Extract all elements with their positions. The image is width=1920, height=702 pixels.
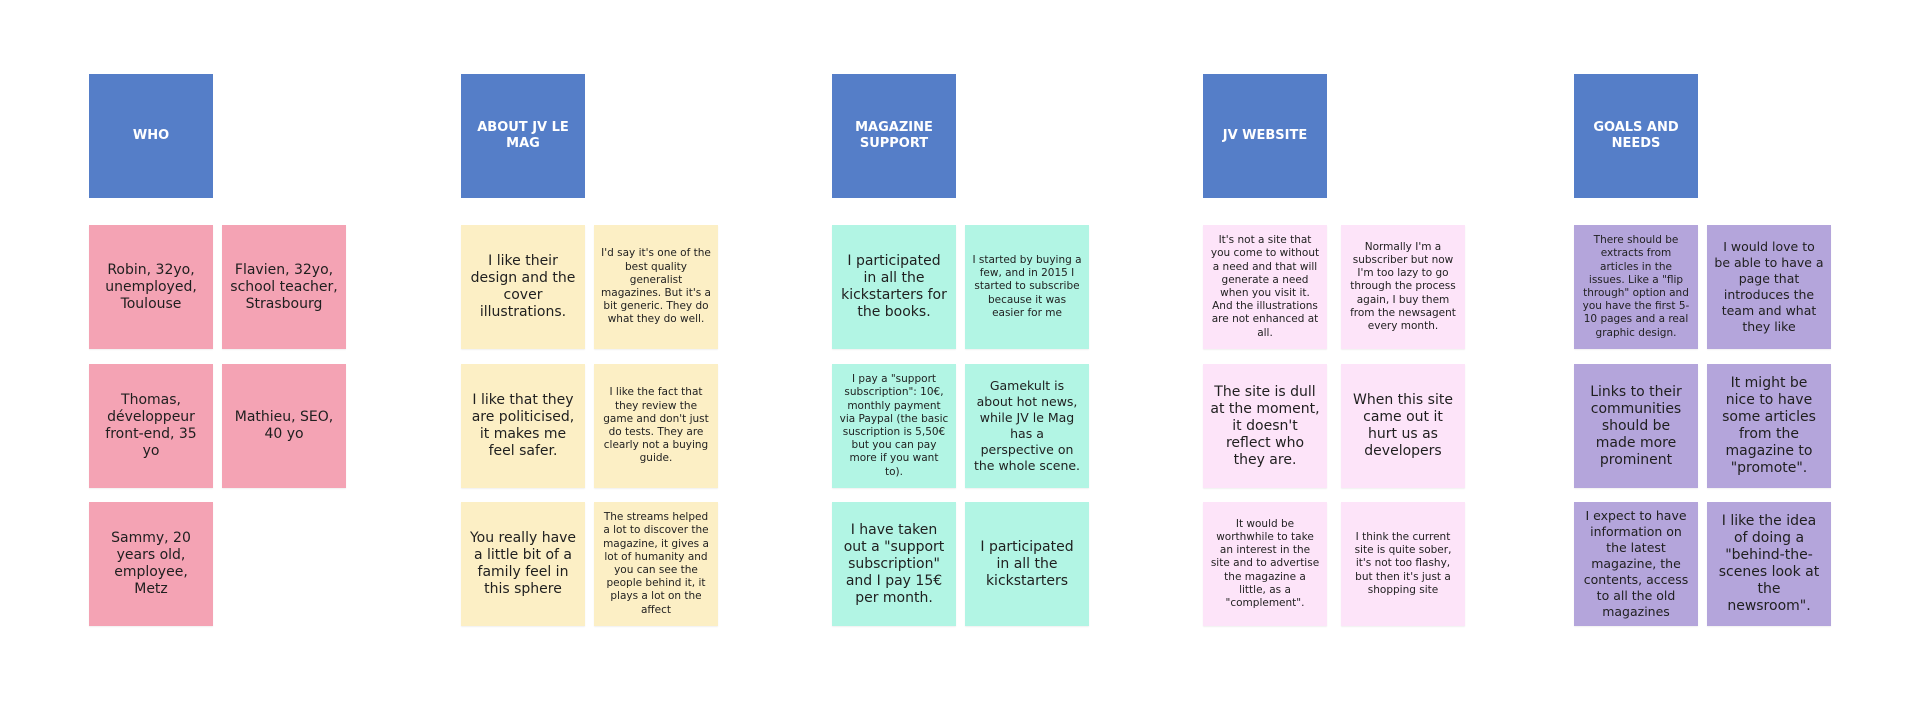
column-header-jv-website: JV WEBSITE <box>1203 74 1327 198</box>
sticky-note[interactable]: I like that they are politicised, it mak… <box>461 364 585 488</box>
sticky-note[interactable]: It would be worthwhile to take an intere… <box>1203 502 1327 626</box>
sticky-note[interactable]: There should be extracts from articles i… <box>1574 225 1698 349</box>
sticky-note[interactable]: I pay a "support subscription": 10€, mon… <box>832 364 956 488</box>
sticky-note[interactable]: Mathieu, SEO, 40 yo <box>222 364 346 488</box>
column-goals-and-needs: GOALS AND NEEDS There should be extracts… <box>1574 74 1834 634</box>
sticky-note[interactable]: Robin, 32yo, unemployed, Toulouse <box>89 225 213 349</box>
sticky-note[interactable]: Normally I'm a subscriber but now I'm to… <box>1341 225 1465 349</box>
sticky-note[interactable]: Flavien, 32yo, school teacher, Strasbour… <box>222 225 346 349</box>
sticky-note[interactable]: Gamekult is about hot news, while JV le … <box>965 364 1089 488</box>
sticky-note[interactable]: It might be nice to have some articles f… <box>1707 364 1831 488</box>
sticky-note[interactable]: I like the fact that they review the gam… <box>594 364 718 488</box>
sticky-note[interactable]: I have taken out a "support subscription… <box>832 502 956 626</box>
sticky-note[interactable]: I participated in all the kickstarters <box>965 502 1089 626</box>
column-who: WHO Robin, 32yo, unemployed, Toulouse Fl… <box>89 74 349 634</box>
sticky-note[interactable]: I like their design and the cover illust… <box>461 225 585 349</box>
sticky-note[interactable]: I started by buying a few, and in 2015 I… <box>965 225 1089 349</box>
sticky-note[interactable]: I expect to have information on the late… <box>1574 502 1698 626</box>
sticky-note[interactable]: When this site came out it hurt us as de… <box>1341 364 1465 488</box>
sticky-note[interactable]: Links to their communities should be mad… <box>1574 364 1698 488</box>
column-header-about: ABOUT JV LE MAG <box>461 74 585 198</box>
column-header-magazine-support: MAGAZINE SUPPORT <box>832 74 956 198</box>
column-about-jv-le-mag: ABOUT JV LE MAG I like their design and … <box>461 74 721 634</box>
column-header-goals-and-needs: GOALS AND NEEDS <box>1574 74 1698 198</box>
column-header-who: WHO <box>89 74 213 198</box>
sticky-note[interactable]: I like the idea of doing a "behind-the-s… <box>1707 502 1831 626</box>
sticky-note[interactable]: Thomas, développeur front-end, 35 yo <box>89 364 213 488</box>
sticky-note[interactable]: Sammy, 20 years old, employee, Metz <box>89 502 213 626</box>
sticky-note[interactable]: The streams helped a lot to discover the… <box>594 502 718 626</box>
column-magazine-support: MAGAZINE SUPPORT I participated in all t… <box>832 74 1092 634</box>
sticky-note[interactable]: You really have a little bit of a family… <box>461 502 585 626</box>
sticky-note[interactable]: I would love to be able to have a page t… <box>1707 225 1831 349</box>
column-jv-website: JV WEBSITE It's not a site that you come… <box>1203 74 1465 634</box>
sticky-note[interactable]: I'd say it's one of the best quality gen… <box>594 225 718 349</box>
sticky-note[interactable]: I think the current site is quite sober,… <box>1341 502 1465 626</box>
sticky-note[interactable]: I participated in all the kickstarters f… <box>832 225 956 349</box>
sticky-note[interactable]: The site is dull at the moment, it doesn… <box>1203 364 1327 488</box>
sticky-note[interactable]: It's not a site that you come to without… <box>1203 225 1327 349</box>
